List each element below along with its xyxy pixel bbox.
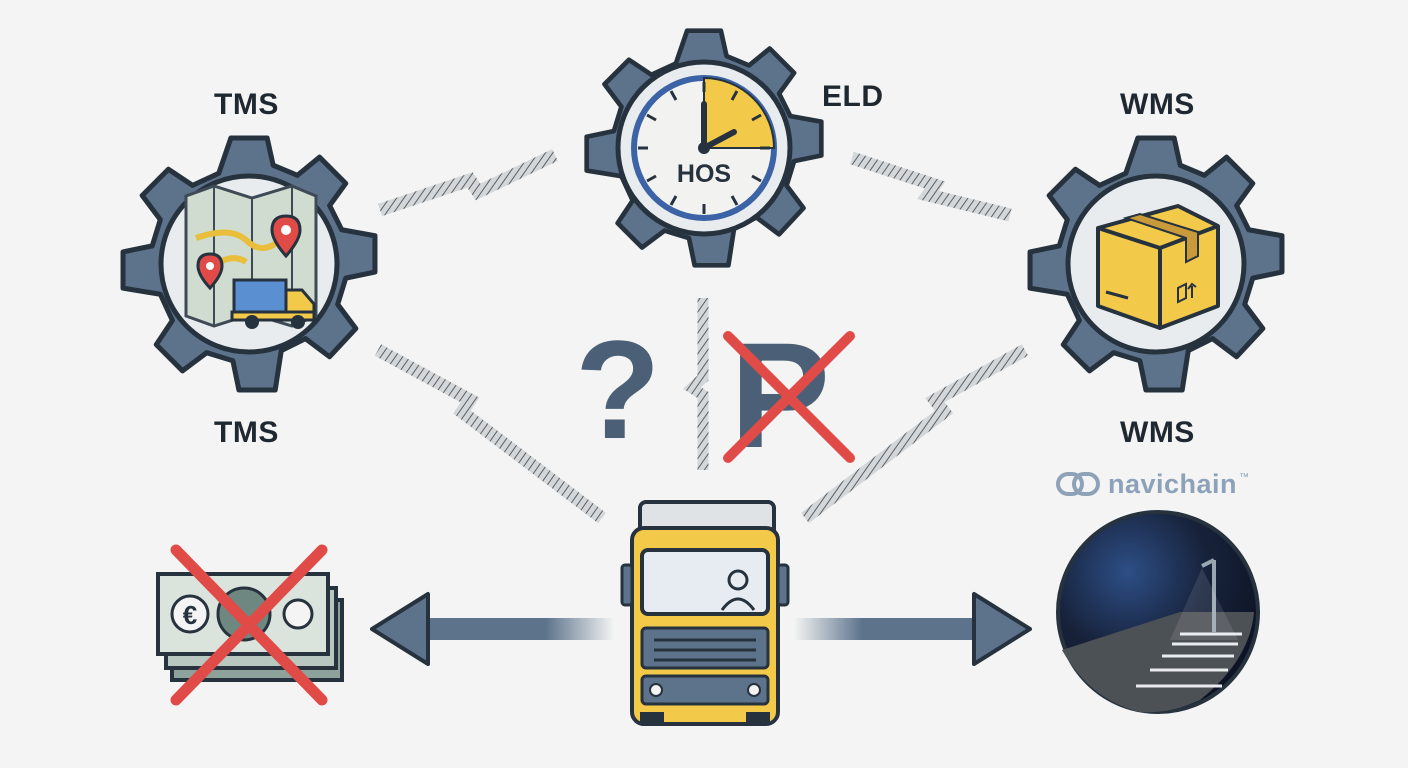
arrow-right-to-night <box>794 592 1032 666</box>
broken-link-eld-wms <box>849 151 1012 222</box>
trademark: ™ <box>1239 471 1250 483</box>
broken-link-eld-truck <box>682 298 709 470</box>
red-cross-parking <box>723 331 855 463</box>
tms-label-bottom: TMS <box>214 416 279 449</box>
wms-gear-icon <box>1030 138 1282 390</box>
delivery-truck-icon <box>230 278 316 329</box>
eld-gear-icon: HOS <box>587 31 822 266</box>
tms-gear-icon <box>123 138 375 390</box>
arrow-left-to-money <box>370 592 614 666</box>
eld-label: ELD <box>822 80 884 113</box>
brand-name: navichain <box>1108 468 1238 499</box>
red-cross-money <box>170 544 328 706</box>
broken-link-wms-truck <box>801 344 1029 524</box>
question-mark: ? <box>575 311 661 468</box>
wms-label-bottom: WMS <box>1120 416 1195 449</box>
chain-link-icon <box>1056 472 1100 496</box>
location-pin-icon <box>196 214 302 291</box>
crossed-parking-sign <box>723 331 855 463</box>
hos-clock-icon: HOS <box>631 75 777 221</box>
euro-symbol: € <box>183 600 197 630</box>
tms-label-top: TMS <box>214 88 279 121</box>
navichain-logo: navichain ™ <box>1056 466 1249 502</box>
yellow-truck-icon <box>620 500 790 726</box>
wms-label-top: WMS <box>1120 88 1195 121</box>
crossed-cash-icon: € <box>156 544 344 706</box>
broken-link-tms-eld <box>377 149 558 217</box>
night-parking-lot-icon <box>1056 510 1260 714</box>
package-box-icon <box>1096 204 1220 330</box>
broken-link-tms-truck <box>374 344 606 524</box>
hos-label: HOS <box>677 160 731 188</box>
